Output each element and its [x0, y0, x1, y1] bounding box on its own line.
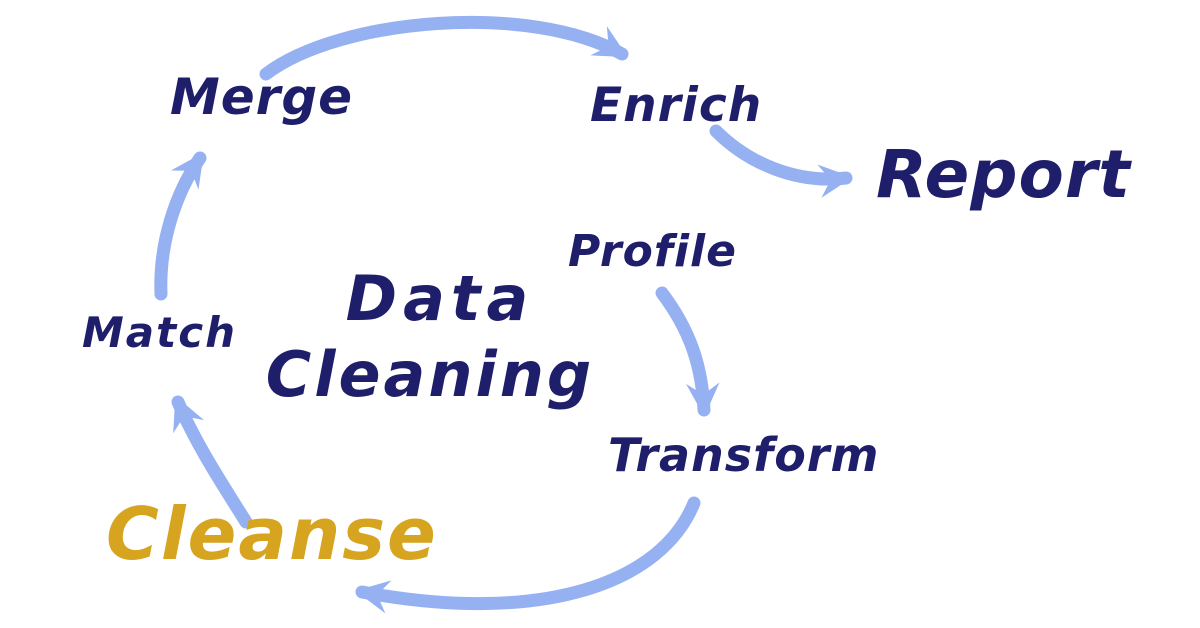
arrow-match-to-merge — [154, 151, 207, 301]
node-transform: Transform — [608, 428, 880, 482]
node-cleanse: Cleanse — [106, 492, 438, 576]
node-profile: Profile — [568, 226, 737, 277]
arrow-transform-to-cleanse — [355, 496, 701, 614]
diagram-title-line2: Cleaning — [265, 338, 595, 411]
node-enrich: Enrich — [590, 78, 763, 133]
diagram-title-line1: Data — [345, 262, 535, 335]
arrow-enrich-to-report — [709, 124, 853, 198]
node-merge: Merge — [170, 68, 354, 126]
arrow-cleanse-to-match — [171, 395, 253, 529]
arrow-profile-to-transform — [655, 286, 720, 417]
node-match: Match — [82, 308, 238, 357]
diagram-title: Data Cleaning — [240, 268, 640, 406]
node-report: Report — [876, 136, 1131, 213]
arrow-merge-to-enrich — [259, 15, 629, 81]
